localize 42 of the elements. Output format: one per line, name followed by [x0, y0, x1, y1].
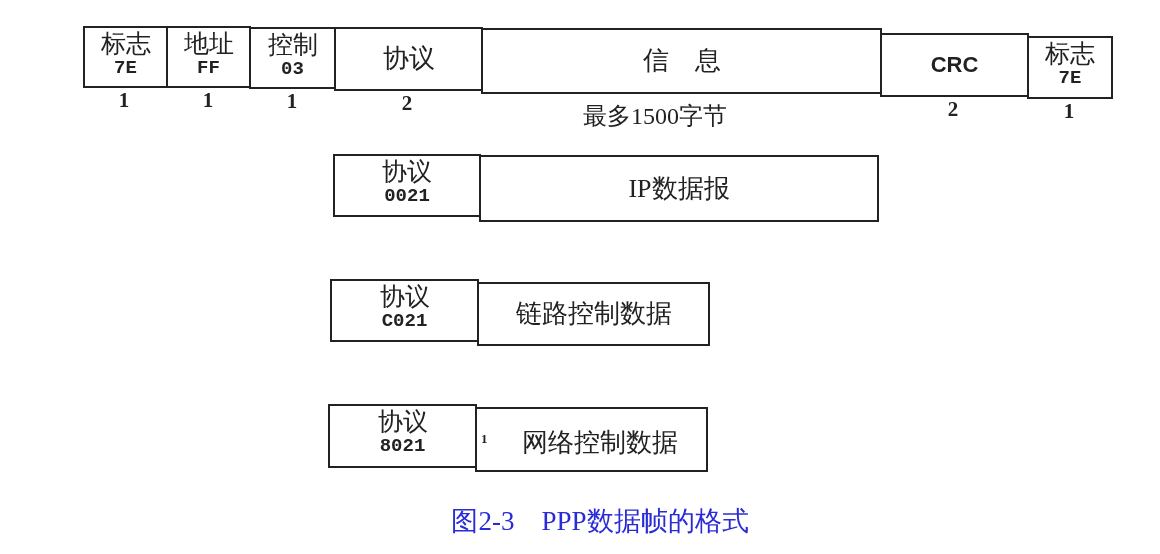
frame-field-cell — [334, 27, 483, 91]
frame-field-cell — [166, 26, 251, 88]
field-name: 控制 — [266, 31, 319, 59]
mark-text: 1 — [481, 431, 488, 447]
field-value: 03 — [280, 59, 305, 79]
field-name: 网络控制数据 — [520, 426, 679, 459]
field-length-note: 最多1500字节 — [583, 102, 727, 131]
field-name: 协议 — [381, 158, 433, 186]
field-name: 协议 — [381, 44, 436, 74]
field-name: 信 息 — [641, 46, 722, 76]
field-name: 地址 — [182, 30, 235, 58]
field-name: 协议 — [378, 283, 431, 311]
frame-field-cell — [880, 33, 1029, 97]
field-name: 链路控制数据 — [514, 299, 673, 329]
field-name: 标志 — [99, 30, 152, 58]
byte-count: 2 — [401, 91, 413, 116]
frame-field-cell — [83, 26, 168, 88]
frame-field-cell — [479, 155, 879, 222]
frame-field-cell — [475, 407, 708, 472]
field-value: 7E — [113, 58, 138, 78]
frame-field-cell — [328, 404, 477, 468]
field-value: C021 — [380, 311, 429, 331]
byte-count: 2 — [947, 97, 959, 122]
frame-field-cell — [477, 282, 710, 346]
figure-caption: 图2-3 PPP数据帧的格式 — [451, 505, 749, 538]
field-name: 协议 — [376, 408, 429, 436]
field-name: CRC — [929, 51, 980, 79]
field-name: IP数据报 — [627, 173, 731, 204]
field-value: 7E — [1057, 68, 1083, 88]
field-value: 8021 — [378, 436, 427, 456]
frame-field-cell — [333, 154, 481, 217]
field-name: 标志 — [1044, 40, 1096, 68]
frame-field-cell — [481, 28, 882, 94]
field-value: FF — [196, 58, 221, 78]
frame-field-cell — [249, 27, 336, 89]
field-value: 0021 — [383, 186, 431, 206]
byte-count: 1 — [286, 89, 298, 114]
byte-count: 1 — [1063, 99, 1075, 124]
byte-count: 1 — [118, 88, 130, 113]
byte-count: 1 — [202, 88, 214, 113]
frame-field-cell — [1027, 36, 1113, 99]
frame-field-cell — [330, 279, 479, 342]
